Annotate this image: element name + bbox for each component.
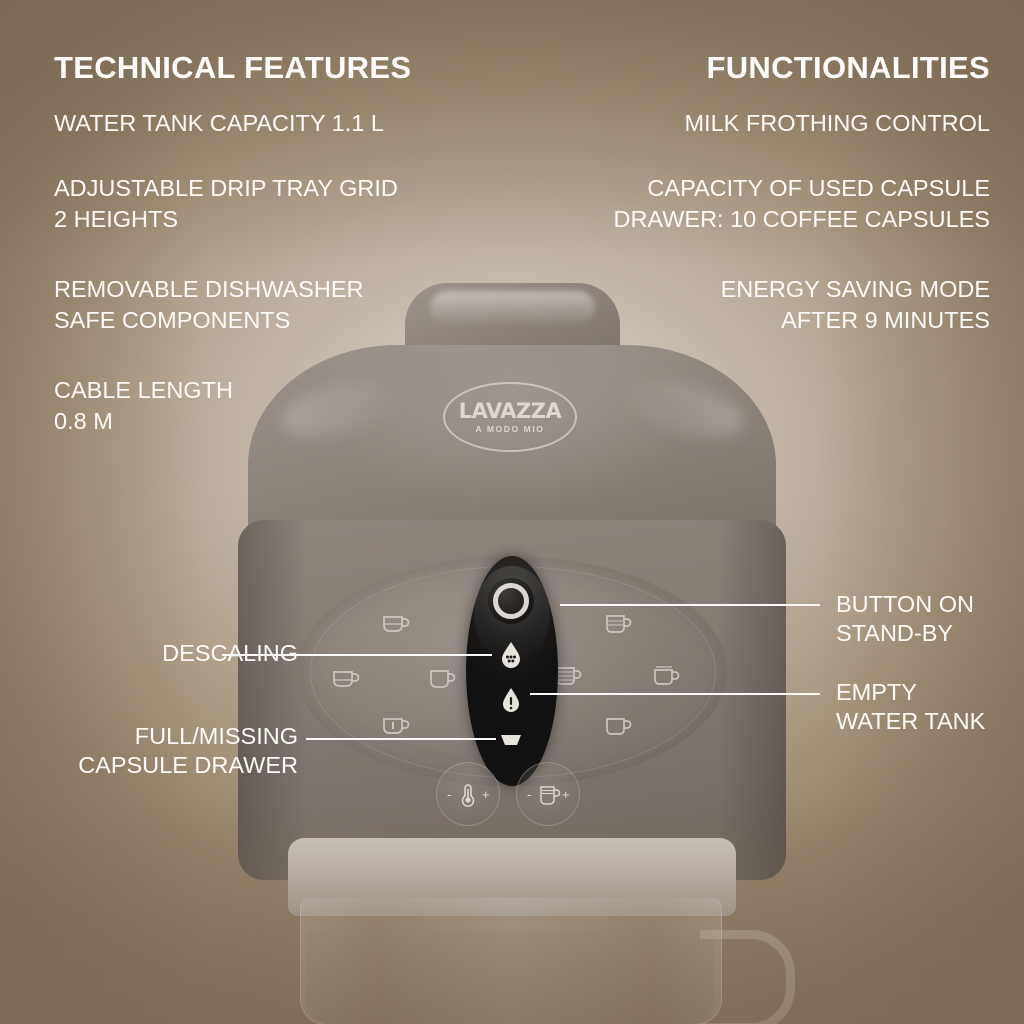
- functionality-capsule-drawer-capacity: CAPACITY OF USED CAPSULE DRAWER: 10 COFF…: [613, 175, 990, 232]
- leader-line-empty-water-tank: [530, 693, 820, 695]
- feature-cable-length: CABLE LENGTH 0.8 M: [54, 377, 233, 434]
- leader-line-descaling: [222, 654, 492, 656]
- feature-drip-tray-grid: ADJUSTABLE DRIP TRAY GRID 2 HEIGHTS: [54, 175, 398, 232]
- callout-capsule-drawer: FULL/MISSING CAPSULE DRAWER: [78, 723, 298, 779]
- leader-line-standby: [560, 604, 820, 606]
- feature-water-tank-capacity: WATER TANK CAPACITY 1.1 L: [54, 110, 384, 136]
- feature-dishwasher-safe: REMOVABLE DISHWASHER SAFE COMPONENTS: [54, 276, 364, 333]
- leader-line-capsule-drawer: [306, 738, 496, 740]
- functionality-energy-saving: ENERGY SAVING MODE AFTER 9 MINUTES: [720, 276, 990, 333]
- callout-descaling: DESCALING: [162, 640, 298, 666]
- callout-empty-water-tank: EMPTY WATER TANK: [836, 679, 986, 735]
- technical-features-heading: TECHNICAL FEATURES: [54, 50, 412, 85]
- functionalities-heading: FUNCTIONALITIES: [706, 50, 990, 85]
- functionality-milk-frothing: MILK FROTHING CONTROL: [684, 110, 990, 136]
- callout-button-on-standby: BUTTON ON STAND-BY: [836, 591, 974, 647]
